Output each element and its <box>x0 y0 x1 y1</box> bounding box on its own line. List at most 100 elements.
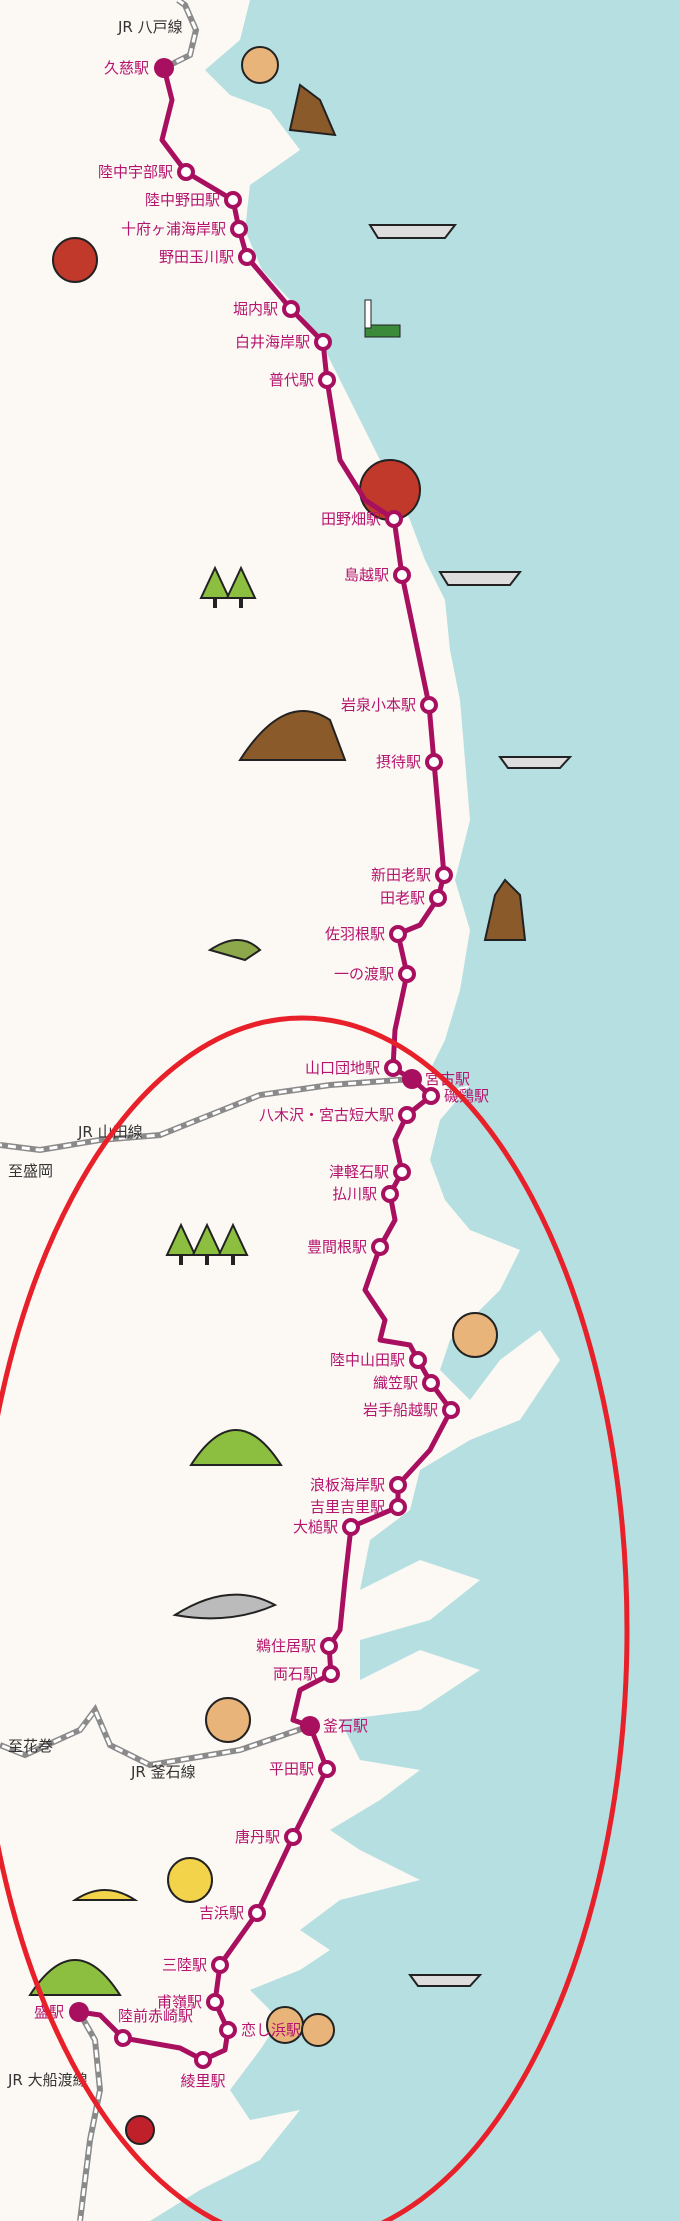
ama-diver-icon <box>241 46 279 84</box>
station-label: 新田老駅 <box>371 866 431 884</box>
station-label: 豊間根駅 <box>307 1238 367 1256</box>
station-label: 一の渡駅 <box>334 965 394 983</box>
station-marker <box>318 371 336 389</box>
station-label: 恋し浜駅 <box>241 2021 301 2039</box>
mountain-icon <box>189 1429 283 1466</box>
station-marker <box>282 300 300 318</box>
station-label: 織笠駅 <box>373 1374 418 1392</box>
tiger-dance-icon <box>167 1857 213 1903</box>
station-marker <box>342 1518 360 1536</box>
jr-kamaishi-line <box>0 1707 311 1767</box>
station-label: 堀内駅 <box>233 300 278 318</box>
mountain-icon <box>28 1959 122 1996</box>
station-label: 岩泉小本駅 <box>341 696 416 714</box>
station-marker <box>389 925 407 943</box>
namahage-icon <box>52 237 98 283</box>
tree-icon <box>217 1222 249 1256</box>
lighthouse-hill-icon <box>364 324 401 338</box>
station-marker <box>381 1185 399 1203</box>
tree-trunk <box>179 1255 183 1265</box>
direction-hanamaki-label: 至花巻 <box>8 1737 53 1755</box>
station-label: 陸中野田駅 <box>145 191 220 209</box>
station-label: 陸前赤崎駅 <box>118 2007 193 2025</box>
station-label: 吉浜駅 <box>199 1904 244 1922</box>
labels: JR 八戸線 JR 山田線 至盛岡 至花巻 JR 釜石線 JR 大船渡線 <box>7 18 196 2089</box>
station-marker <box>420 696 438 714</box>
jr-ofunato-line <box>77 2011 102 2221</box>
station-label: 田野畑駅 <box>321 510 381 528</box>
station-marker <box>371 1238 389 1256</box>
jr-yamada-line-label: JR 山田線 <box>77 1123 143 1141</box>
station-marker <box>385 510 403 528</box>
station-label: 摂待駅 <box>376 753 421 771</box>
station-label: 唐丹駅 <box>235 1828 280 1846</box>
fisherman-icon <box>452 1312 498 1358</box>
station-label: 三陸駅 <box>162 1956 207 1974</box>
station-marker <box>429 889 447 907</box>
station-marker <box>114 2029 132 2047</box>
station-label: 普代駅 <box>269 371 314 389</box>
station-label: 島越駅 <box>344 566 389 584</box>
boat-icon <box>408 1974 483 1987</box>
station-marker <box>206 1993 224 2011</box>
tree-trunk <box>231 1255 235 1265</box>
major-station-marker <box>300 1716 320 1736</box>
sea-stack-icon <box>483 878 527 941</box>
illustrations <box>28 46 573 2145</box>
station-label: 佐羽根駅 <box>325 925 385 943</box>
boat-icon <box>438 571 523 586</box>
station-marker <box>248 1904 266 1922</box>
station-label: 岩手船越駅 <box>363 1401 438 1419</box>
station-marker <box>425 753 443 771</box>
lighthouse-icon <box>364 299 372 329</box>
tree-icon <box>165 1222 197 1256</box>
tree-trunk <box>239 598 243 608</box>
bird-icon <box>207 939 262 962</box>
rock-icon <box>288 83 337 137</box>
jr-yamada-line <box>0 1077 413 1152</box>
jr-hachinohe-line-label: JR 八戸線 <box>117 18 183 36</box>
station-label: 甫嶺駅 <box>157 1993 202 2011</box>
jr-hachinohe-line <box>163 0 198 70</box>
station-marker <box>322 1665 340 1683</box>
station-marker <box>422 1374 440 1392</box>
station-label: 田老駅 <box>380 889 425 907</box>
station-marker <box>284 1828 302 1846</box>
station-label: 浪板海岸駅 <box>310 1476 385 1494</box>
station-label: 払川駅 <box>332 1185 377 1203</box>
couple-icon <box>301 2013 335 2047</box>
station-marker <box>389 1476 407 1494</box>
paraglider-icon <box>71 1889 139 1901</box>
boat-icon <box>498 756 573 769</box>
station-label: 津軽石駅 <box>329 1163 389 1181</box>
station-label: 平田駅 <box>269 1760 314 1778</box>
tree-trunk <box>205 1255 209 1265</box>
station-marker <box>442 1401 460 1419</box>
highlight-ellipse <box>0 1015 630 2221</box>
tree-icon <box>199 565 231 599</box>
station-marker <box>389 1498 407 1516</box>
sea-area <box>150 0 680 2221</box>
sea <box>150 0 680 2221</box>
station-label: 吉里吉里駅 <box>310 1498 385 1516</box>
direction-morioka-label: 至盛岡 <box>8 1162 53 1180</box>
jr-ofunato-line-border <box>76 2010 104 2221</box>
salmon-icon <box>172 1593 278 1620</box>
camellia-icon <box>125 2115 155 2145</box>
station-marker <box>398 1106 416 1124</box>
station-marker <box>194 2051 212 2069</box>
tree-icon <box>225 565 257 599</box>
station-label: 両石駅 <box>273 1665 318 1683</box>
boat-icon <box>368 224 458 239</box>
station-marker <box>409 1351 427 1369</box>
major-station-marker <box>402 1069 422 1089</box>
station-label: 綾里駅 <box>180 2072 225 2090</box>
jr-kamaishi-line-label: JR 釜石線 <box>130 1763 196 1781</box>
jr-lines <box>0 0 413 2221</box>
station-label: 野田玉川駅 <box>159 248 234 266</box>
station-marker <box>384 1059 402 1077</box>
station-marker <box>320 1637 338 1655</box>
station-marker <box>393 566 411 584</box>
station-marker <box>211 1956 229 1974</box>
